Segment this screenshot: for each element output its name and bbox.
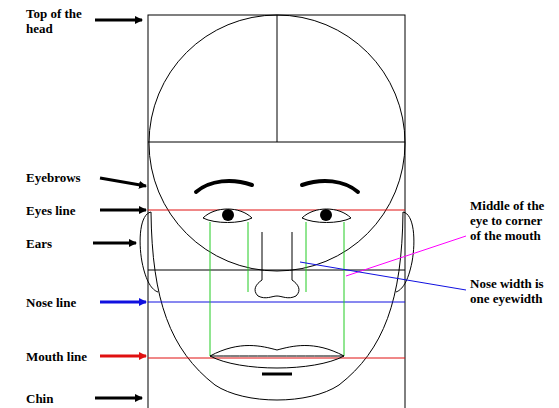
nose — [255, 232, 299, 298]
eye-mouth-guide — [344, 222, 345, 356]
eyebrow — [302, 181, 358, 192]
level-label: Top of the head — [26, 6, 96, 36]
eye — [302, 209, 351, 223]
leader-line — [300, 262, 466, 290]
note-label: Middle of the eye to corner of the mouth — [470, 198, 556, 243]
frame-rect — [148, 15, 405, 408]
leader-line — [346, 236, 466, 276]
mouth-guide — [148, 358, 405, 359]
left-ear — [140, 212, 158, 292]
pupil — [320, 209, 332, 221]
eyes-guide — [148, 210, 405, 211]
level-label: Mouth line — [26, 349, 106, 364]
pointer-arrow — [100, 209, 146, 212]
center-line — [277, 15, 278, 142]
pointer-arrow — [95, 397, 142, 400]
level-label: Ears — [26, 236, 96, 251]
pupil — [222, 209, 234, 221]
eye — [203, 209, 252, 223]
nose-guide — [148, 302, 405, 303]
pointer-arrow — [100, 178, 146, 186]
mid-line — [148, 142, 405, 143]
level-label: Eyes line — [26, 203, 106, 218]
level-label: Eyebrows — [26, 170, 106, 185]
pointer-arrow — [100, 355, 146, 358]
pointer-arrow — [100, 301, 146, 304]
pointer-arrow — [95, 19, 142, 22]
head-circle — [149, 15, 405, 271]
eye-nose-guide — [306, 222, 307, 292]
note-label: Nose width is one eyewidth — [470, 276, 556, 306]
eyebrow — [196, 181, 252, 192]
chin-mark — [262, 373, 292, 376]
pointer-arrow — [93, 242, 136, 245]
face-outline — [151, 212, 403, 400]
eye-nose-guide — [248, 222, 249, 292]
lower-lip — [210, 356, 344, 368]
level-label: Chin — [26, 391, 96, 406]
level-label: Nose line — [26, 295, 106, 310]
eye-mouth-guide — [210, 222, 211, 356]
upper-lip — [210, 346, 344, 357]
